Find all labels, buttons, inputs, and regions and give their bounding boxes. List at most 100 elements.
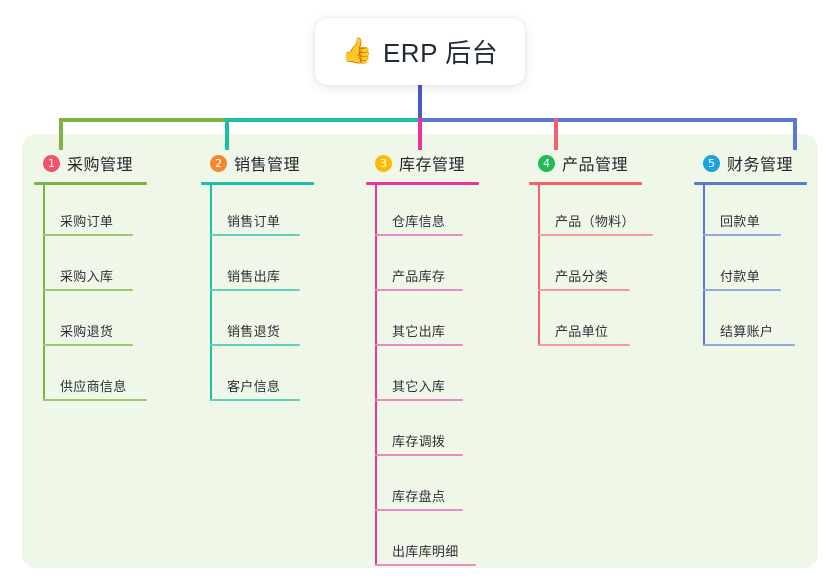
leaf-rule <box>375 454 463 456</box>
leaf-node[interactable]: 付款单 <box>694 240 807 295</box>
leaf-label: 销售出库 <box>227 269 281 284</box>
leaf-label: 回款单 <box>720 214 760 229</box>
leaf-rule <box>703 344 795 346</box>
leaf-node[interactable]: 仓库信息 <box>366 185 479 240</box>
leaf-label: 库存盘点 <box>392 489 446 504</box>
leaf-node[interactable]: 销售订单 <box>201 185 314 240</box>
branch-header-5[interactable]: 5 财务管理 <box>694 150 807 176</box>
leaf-label: 客户信息 <box>227 379 281 394</box>
leaf-rule <box>43 289 133 291</box>
leaf-label: 采购入库 <box>60 269 114 284</box>
leaf-label: 销售退货 <box>227 324 281 339</box>
leaf-label: 其它出库 <box>392 324 446 339</box>
branch-badge-2: 2 <box>210 154 227 172</box>
leaf-node[interactable]: 客户信息 <box>201 350 314 405</box>
branch-header-2[interactable]: 2 销售管理 <box>201 150 314 176</box>
branch-spine-2 <box>210 185 212 401</box>
leaf-label: 其它入库 <box>392 379 446 394</box>
leaf-node[interactable]: 产品单位 <box>529 295 642 350</box>
branch-column-3: 3 库存管理仓库信息产品库存其它出库其它入库库存调拨库存盘点出库库明细 <box>366 150 479 570</box>
leaf-node[interactable]: 销售退货 <box>201 295 314 350</box>
leaf-node[interactable]: 产品库存 <box>366 240 479 295</box>
leaf-label: 产品分类 <box>555 269 609 284</box>
leaf-node[interactable]: 产品（物料） <box>529 185 653 240</box>
branch-items-5: 回款单付款单结算账户 <box>694 185 807 350</box>
leaf-label: 采购退货 <box>60 324 114 339</box>
leaf-node[interactable]: 其它出库 <box>366 295 479 350</box>
root-node-title: ERP 后台 <box>382 38 499 68</box>
leaf-node[interactable]: 其它入库 <box>366 350 479 405</box>
leaf-rule <box>703 234 781 236</box>
leaf-label: 产品单位 <box>555 324 609 339</box>
branch-title-2: 销售管理 <box>234 157 301 174</box>
leaf-node[interactable]: 回款单 <box>694 185 807 240</box>
branch-header-4[interactable]: 4 产品管理 <box>529 150 642 176</box>
leaf-node[interactable]: 库存盘点 <box>366 460 479 515</box>
leaf-rule <box>538 234 653 236</box>
leaf-node[interactable]: 采购入库 <box>34 240 147 295</box>
leaf-node[interactable]: 销售出库 <box>201 240 314 295</box>
leaf-label: 出库库明细 <box>392 544 459 559</box>
branch-spine-5 <box>703 185 705 346</box>
branch-spine-4 <box>538 185 540 346</box>
diagram-background-panel <box>22 134 818 568</box>
leaf-label: 付款单 <box>720 269 760 284</box>
branch-spine-3 <box>375 185 377 566</box>
branch-head-rule-3 <box>366 182 479 185</box>
leaf-node[interactable]: 供应商信息 <box>34 350 147 405</box>
branch-header-3[interactable]: 3 库存管理 <box>366 150 479 176</box>
branch-title-4: 产品管理 <box>562 157 629 174</box>
leaf-rule <box>210 289 300 291</box>
leaf-node[interactable]: 采购退货 <box>34 295 147 350</box>
leaf-rule <box>210 234 300 236</box>
leaf-rule <box>703 289 781 291</box>
leaf-label: 产品（物料） <box>555 214 635 229</box>
leaf-label: 采购订单 <box>60 214 114 229</box>
branch-title-3: 库存管理 <box>399 157 466 174</box>
leaf-label: 产品库存 <box>392 269 446 284</box>
branch-title-1: 采购管理 <box>67 157 134 174</box>
leaf-node[interactable]: 出库库明细 <box>366 515 479 570</box>
branch-items-1: 采购订单采购入库采购退货供应商信息 <box>34 185 147 405</box>
leaf-rule <box>210 399 300 401</box>
leaf-rule <box>375 399 463 401</box>
branch-head-rule-1 <box>34 182 147 185</box>
leaf-rule <box>375 289 463 291</box>
leaf-node[interactable]: 库存调拨 <box>366 405 479 460</box>
branch-badge-5: 5 <box>703 154 720 172</box>
branch-spine-1 <box>43 185 45 401</box>
leaf-rule <box>375 344 463 346</box>
root-node-card[interactable]: 👍 ERP 后台 <box>315 18 525 85</box>
leaf-label: 销售订单 <box>227 214 281 229</box>
branch-column-4: 4 产品管理产品（物料） 产品分类产品单位 <box>529 150 653 350</box>
branch-items-2: 销售订单销售出库销售退货客户信息 <box>201 185 314 405</box>
branch-items-4: 产品（物料） 产品分类产品单位 <box>529 185 653 350</box>
leaf-rule <box>375 234 463 236</box>
branch-head-rule-2 <box>201 182 314 185</box>
leaf-rule <box>43 234 133 236</box>
branch-badge-4: 4 <box>538 154 555 172</box>
branch-head-rule-5 <box>694 182 807 185</box>
thumbs-up-icon: 👍 <box>341 37 373 65</box>
branch-column-5: 5 财务管理回款单付款单结算账户 <box>694 150 807 350</box>
leaf-rule <box>538 344 630 346</box>
branch-title-5: 财务管理 <box>727 157 794 174</box>
branch-column-2: 2 销售管理销售订单销售出库销售退货客户信息 <box>201 150 314 405</box>
leaf-rule <box>210 344 300 346</box>
branch-items-3: 仓库信息产品库存其它出库其它入库库存调拨库存盘点出库库明细 <box>366 185 479 570</box>
leaf-rule <box>538 289 630 291</box>
branch-badge-3: 3 <box>375 154 392 172</box>
leaf-rule <box>375 509 463 511</box>
leaf-label: 库存调拨 <box>392 434 446 449</box>
leaf-node[interactable]: 结算账户 <box>694 295 807 350</box>
leaf-label: 结算账户 <box>720 324 774 339</box>
leaf-rule <box>43 399 147 401</box>
leaf-node[interactable]: 产品分类 <box>529 240 642 295</box>
leaf-rule <box>43 344 133 346</box>
leaf-rule <box>375 564 476 566</box>
leaf-node[interactable]: 采购订单 <box>34 185 147 240</box>
branch-head-rule-4 <box>529 182 642 185</box>
